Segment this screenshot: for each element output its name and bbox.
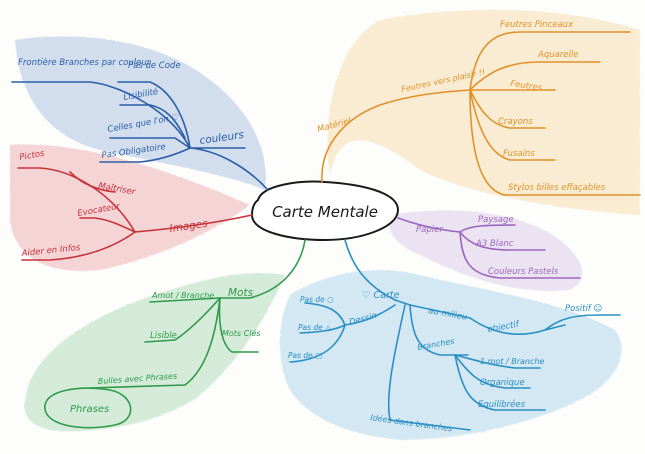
branch-carte [289, 239, 621, 431]
papier-item-pastels: Couleurs Pastels [488, 267, 559, 277]
mots-item-cles: Mots Clés [222, 328, 261, 338]
mots-main-line [219, 239, 306, 299]
branch-couleurs [11, 81, 269, 191]
center-title: Carte Mentale [272, 203, 378, 221]
branch-papier [397, 217, 581, 279]
carte-dessin-item-1: Pas de △ [298, 323, 331, 332]
carte-line-organique [454, 354, 531, 389]
materiel-item-stylos: Stylos billes effaçables [508, 183, 606, 193]
couleurs-item-code: Pas de Code [128, 61, 181, 71]
papier-item-paysage: Paysage [478, 215, 514, 225]
carte-line-dessin [344, 304, 396, 326]
center-node: Carte Mentale [250, 180, 400, 242]
materiel-item-pinceaux: Feutres Pinceaux [500, 20, 574, 30]
materiel-line-pinceaux [469, 31, 631, 91]
materiel-item-feutres: Feutres [510, 79, 544, 93]
materiel-main-line [321, 89, 471, 183]
carte-line-1mot [454, 354, 541, 369]
carte-line-pas-o [304, 302, 346, 326]
purple-shading [388, 210, 583, 291]
mots-labels: Mots Amot / Branche Lisible Mots Clés Bu… [70, 287, 261, 415]
materiel-line-fusains [469, 89, 556, 161]
mots-item-amot: Amot / Branche [151, 291, 214, 300]
couleurs-line-frontiere [11, 81, 191, 149]
materiel-line-aquarelle [469, 61, 601, 91]
mots-label: Mots [228, 287, 254, 299]
materiel-line-crayons [469, 89, 546, 129]
carte-line-positif [544, 314, 621, 331]
mots-item-phrases: Phrases [70, 404, 109, 415]
branch-mots [44, 239, 306, 429]
red-shading [10, 144, 250, 271]
carte-branch-item-2: Equilibrées [478, 399, 526, 410]
blue-shading [15, 36, 266, 190]
mots-line-bulles [89, 297, 221, 389]
papier-line-a3 [459, 231, 546, 251]
carte-line-equilibrees [454, 354, 546, 411]
couleurs-line-code [117, 81, 191, 149]
images-label: Images [169, 218, 209, 235]
branch-materiel [321, 31, 641, 196]
papier-line-pastels [459, 231, 581, 279]
carte-line-pas-carre [289, 324, 346, 363]
mots-line-lisible [144, 297, 221, 343]
images-line-evocateur [79, 217, 136, 233]
mots-phrases-bubble [44, 387, 132, 429]
papier-item-a3: A3 Blanc [475, 239, 514, 249]
materiel-line-stylos [469, 89, 641, 196]
couleurs-line-lisibilite [119, 104, 186, 139]
images-main-line [134, 214, 253, 233]
carte-label: ♡ Carte [362, 290, 400, 301]
carte-line-pas-tri [299, 324, 346, 334]
carte-line-milieu [409, 304, 471, 319]
carte-branch-item-1: Organique [480, 378, 525, 388]
papier-main-line [397, 217, 461, 233]
materiel-item-crayons: Crayons [498, 117, 533, 127]
carte-positif-label: Positif ☺ [565, 304, 602, 314]
carte-line-objectif [469, 317, 566, 335]
images-line-infos [21, 231, 136, 261]
carte-branch-item-0: 1 mot / Branche [480, 357, 544, 366]
carte-dessin-item-2: Pas de ▢ [288, 351, 322, 360]
papier-labels: Papier Paysage A3 Blanc Couleurs Pastels [416, 215, 559, 277]
couleurs-item-frontiere: Frontière Branches par couleur [18, 57, 151, 68]
carte-dessin-item-0: Pas de ○ [300, 295, 334, 304]
branch-images [17, 167, 253, 261]
materiel-item-aquarelle: Aquarelle [537, 50, 578, 60]
couleurs-main-line [189, 147, 269, 191]
materiel-item-fusains: Fusains [503, 149, 535, 159]
carte-line-branches [409, 304, 469, 356]
images-item-pictos: Pictos [19, 149, 46, 163]
papier-label: Papier [416, 225, 443, 235]
papier-line-paysage [459, 224, 516, 233]
images-line-maitriser [69, 171, 116, 193]
frontiere-text: Frontière Branches par couleur [18, 57, 151, 68]
mots-line-amot [149, 297, 221, 303]
couleurs-line-celles [109, 137, 191, 149]
carte-line-idees [387, 304, 471, 431]
couleurs-line-obligatoire [99, 147, 191, 163]
mots-item-lisible: Lisible [150, 331, 177, 341]
carte-main-line [344, 239, 411, 306]
